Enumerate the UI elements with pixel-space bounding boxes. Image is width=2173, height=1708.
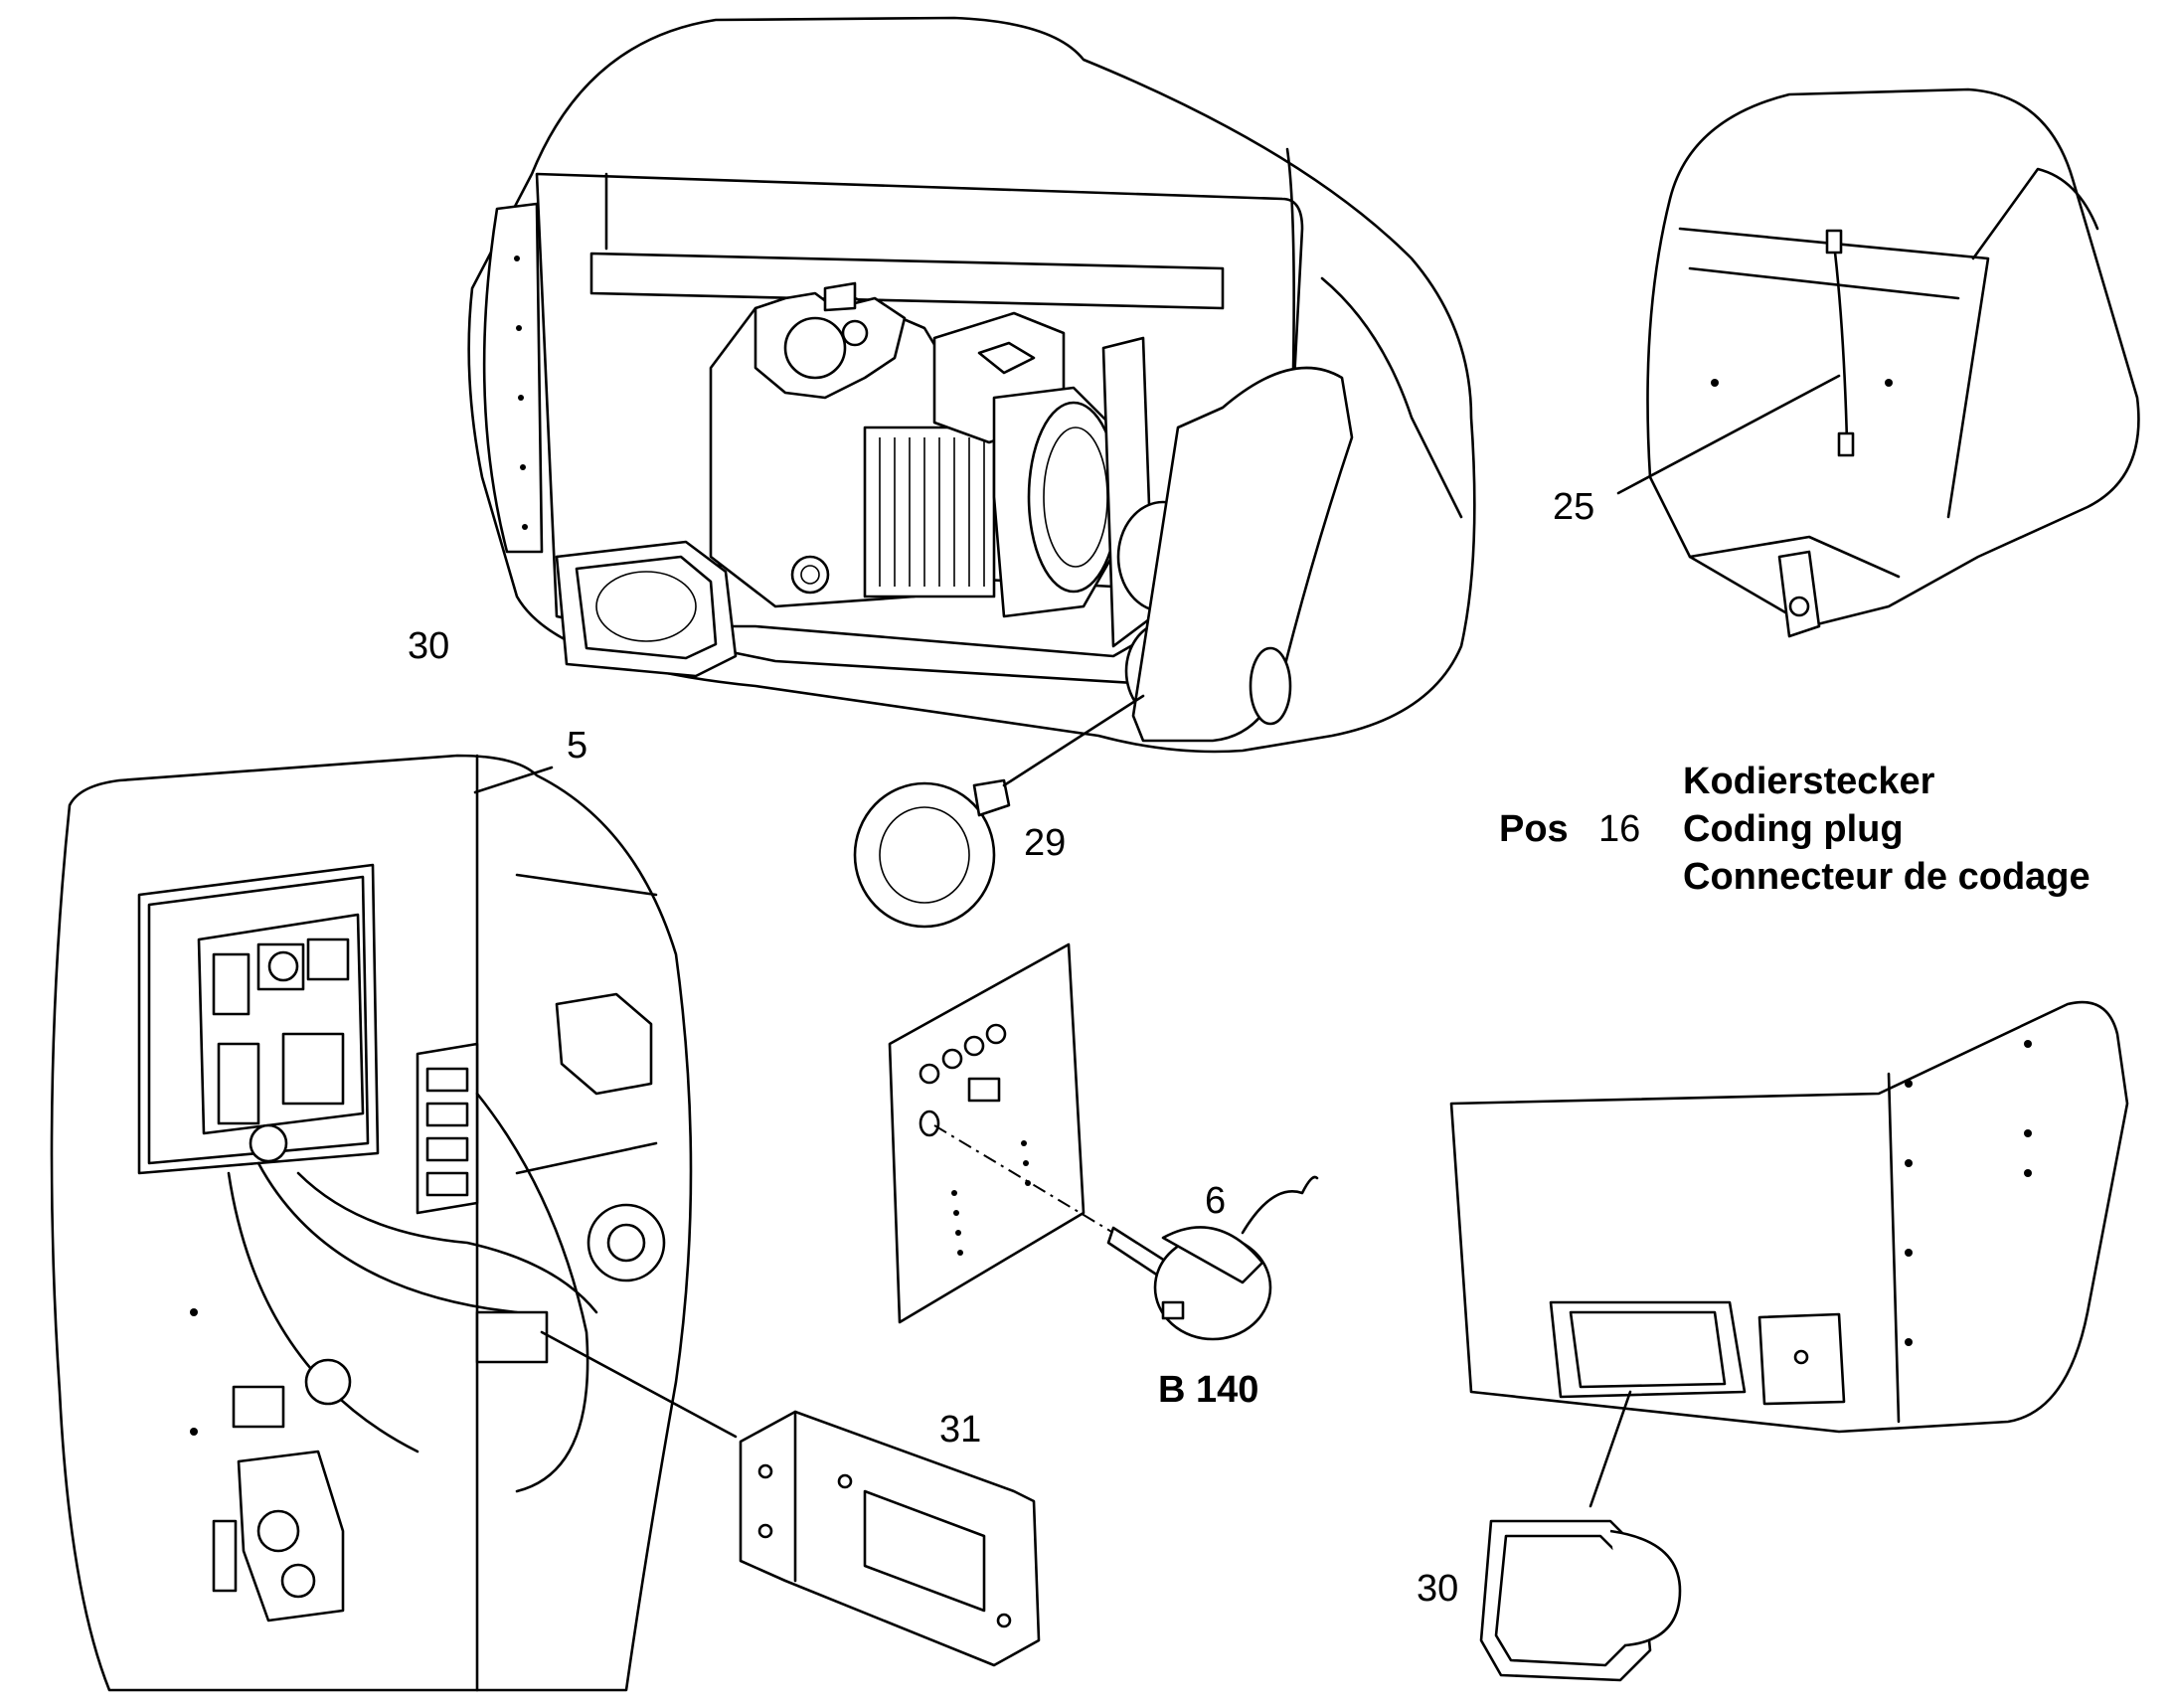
callout-30-top: 30 bbox=[408, 625, 449, 667]
legend-line-fr: Connecteur de codage bbox=[1683, 856, 2090, 898]
cable-detail-drawing bbox=[1616, 87, 2140, 638]
callout-31: 31 bbox=[939, 1409, 981, 1451]
callout-30-bottom: 30 bbox=[1417, 1568, 1458, 1610]
callout-5: 5 bbox=[567, 725, 587, 767]
legend-pos-number: 16 bbox=[1598, 808, 1640, 850]
legend-line-de: Kodierstecker bbox=[1683, 761, 1935, 802]
legend-line-en: Coding plug bbox=[1683, 808, 1904, 850]
electrical-cabinet-drawing bbox=[50, 754, 693, 1692]
callout-b140: B 140 bbox=[1158, 1369, 1258, 1411]
callout-6: 6 bbox=[1205, 1180, 1226, 1222]
sensor-plate-drawing bbox=[888, 942, 1319, 1341]
side-panel-drawing bbox=[1449, 1000, 2129, 1682]
callout-29: 29 bbox=[1024, 822, 1066, 864]
legend: Pos 16 Kodierstecker Coding plug Connect… bbox=[1499, 761, 2090, 898]
bracket-drawing bbox=[540, 1330, 1041, 1667]
legend-pos-label: Pos bbox=[1499, 808, 1569, 850]
callout-25: 25 bbox=[1553, 486, 1594, 528]
compressor-unit-drawing bbox=[467, 16, 1476, 754]
horn-drawing bbox=[853, 694, 1145, 929]
